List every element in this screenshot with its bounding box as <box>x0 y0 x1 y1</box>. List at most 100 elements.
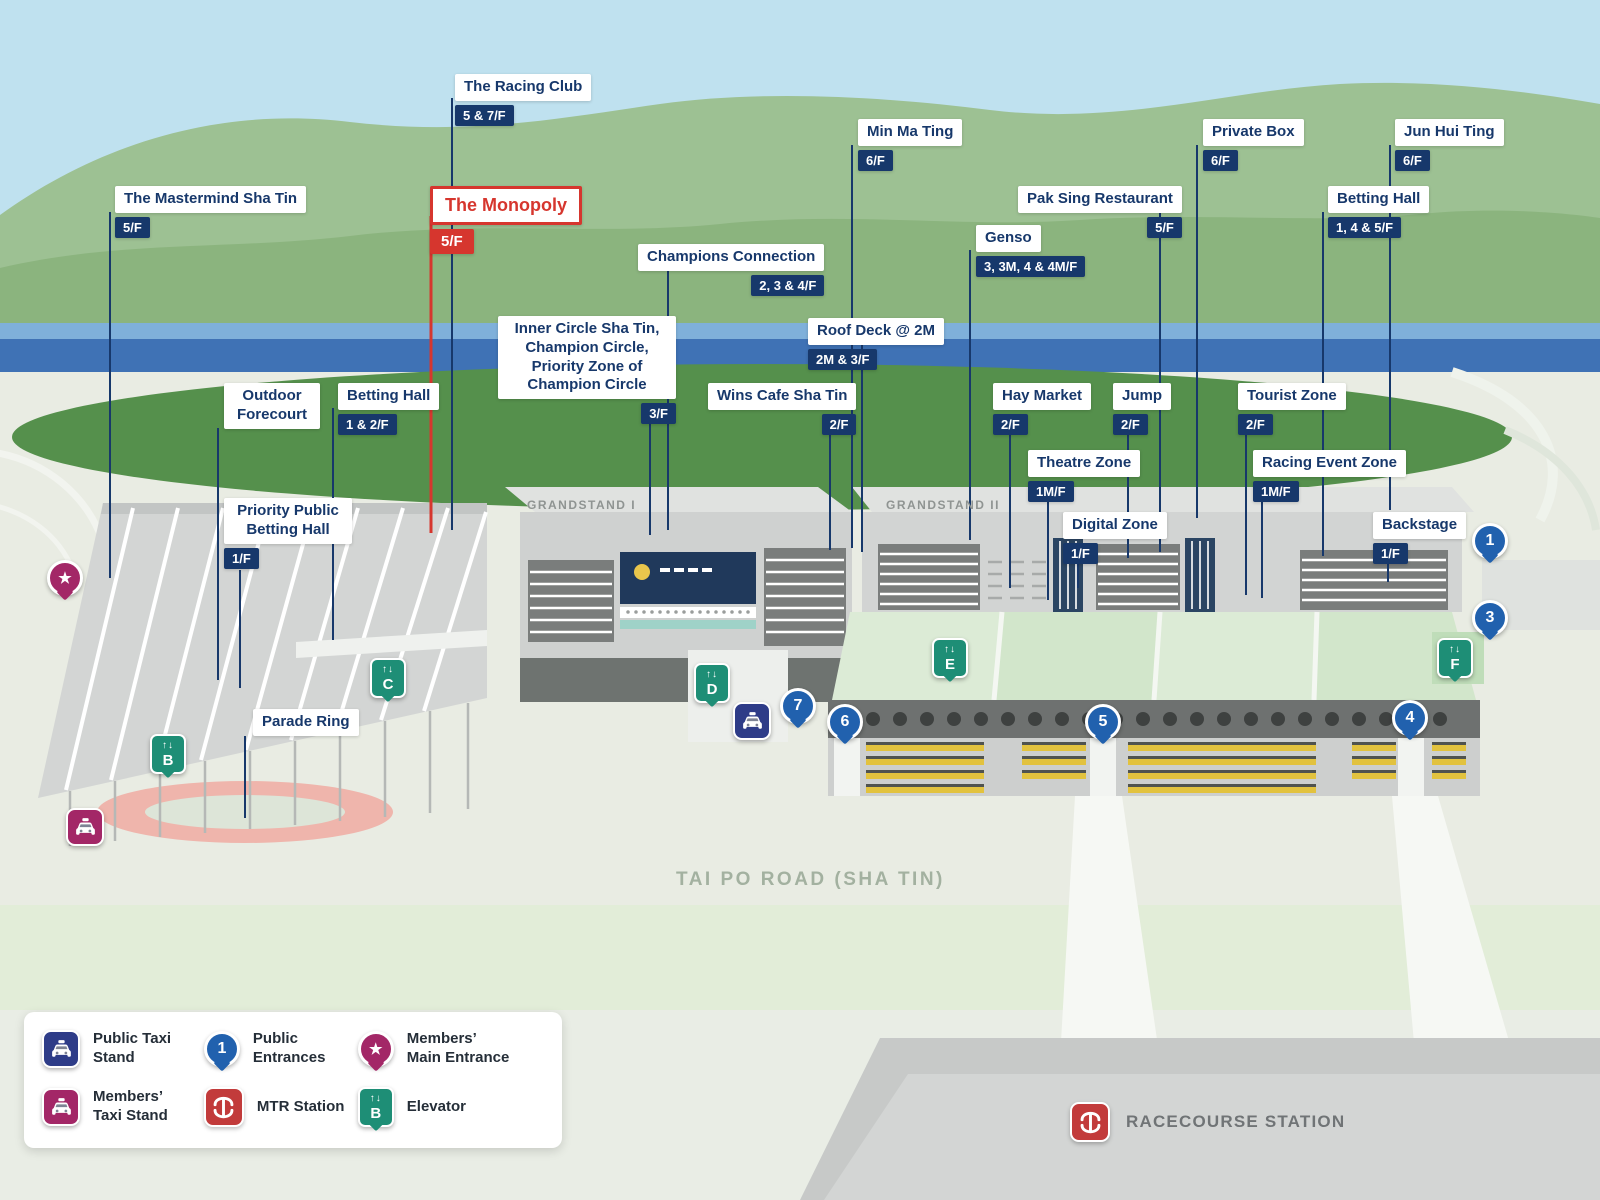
legend-public-taxi-stand: Public Taxi Stand <box>42 1030 204 1068</box>
location-name: Inner Circle Sha Tin, Champion Circle, P… <box>498 316 676 399</box>
grandstand-1-label: GRANDSTAND I <box>527 498 637 512</box>
location-name: Champions Connection <box>638 244 825 271</box>
floor-badge: 1, 4 & 5/F <box>1328 216 1402 238</box>
label-jump: Jump 2/F <box>1113 383 1172 435</box>
location-name: Jump <box>1113 383 1172 410</box>
location-name: Betting Hall <box>338 383 440 410</box>
grandstand-1-building <box>505 487 852 742</box>
label-genso: Genso 3, 3M, 4 & 4M/F <box>976 225 1086 277</box>
floor-badge: 1M/F <box>1028 480 1074 502</box>
label-the-mastermind-sha-tin: The Mastermind Sha Tin 5/F <box>115 186 307 238</box>
floor-badge: 2/F <box>821 413 857 435</box>
members-taxi-stand-icon <box>66 808 104 846</box>
up-down-arrows-icon: ↑↓ <box>944 643 956 655</box>
elevator-c: ↑↓C <box>370 658 406 698</box>
label-digital-zone: Digital Zone 1/F <box>1063 512 1167 564</box>
seat-rows <box>866 742 1466 793</box>
racecourse-station: RACECOURSE STATION <box>1070 1102 1345 1142</box>
label-betting-hall-east: Betting Hall 1, 4 & 5/F <box>1328 186 1430 238</box>
elevator-f: ↑↓F <box>1437 638 1473 678</box>
floor-badge: 2/F <box>1113 413 1148 435</box>
up-down-arrows-icon: ↑↓ <box>162 739 174 751</box>
water-light <box>0 323 1600 341</box>
public-entrance-pin-3: 3 <box>1472 600 1508 636</box>
public-entrance-pin-4: 4 <box>1392 700 1428 736</box>
public-taxi-stand-icon <box>733 702 771 740</box>
floor-badge: 5/F <box>115 216 150 238</box>
legend-elevator: ↑↓B Elevator <box>357 1087 544 1127</box>
location-name: The Racing Club <box>455 74 592 101</box>
label-tourist-zone: Tourist Zone 2/F <box>1238 383 1346 435</box>
location-name: Jun Hui Ting <box>1395 119 1504 146</box>
floor-badge: 3/F <box>641 403 676 424</box>
floor-badge: 6/F <box>858 149 893 171</box>
members-taxi-stand-icon <box>42 1088 80 1126</box>
floor-badge: 1M/F <box>1253 480 1299 502</box>
label-jun-hui-ting: Jun Hui Ting 6/F <box>1395 119 1504 171</box>
floor-badge: 6/F <box>1203 149 1238 171</box>
label-hay-market: Hay Market 2/F <box>993 383 1092 435</box>
location-name: Priority Public Betting Hall <box>224 498 352 544</box>
public-taxi-stand-icon <box>42 1030 80 1068</box>
location-name: Tourist Zone <box>1238 383 1346 410</box>
map-legend: Public Taxi Stand 1 Public Entrances ★ M… <box>24 1012 562 1148</box>
location-name: Racing Event Zone <box>1253 450 1407 477</box>
up-down-arrows-icon: ↑↓ <box>382 663 394 675</box>
floor-badge: 2, 3 & 4/F <box>751 274 825 296</box>
label-betting-hall-west: Betting Hall 1 & 2/F <box>338 383 440 435</box>
station-building <box>800 1038 1600 1200</box>
location-name: Private Box <box>1203 119 1304 146</box>
location-name: Min Ma Ting <box>858 119 963 146</box>
location-name: Theatre Zone <box>1028 450 1141 477</box>
location-name: Digital Zone <box>1063 512 1167 539</box>
members-main-entrance-icon: ★ <box>357 1031 394 1067</box>
floor-badge: 3, 3M, 4 & 4M/F <box>976 255 1086 277</box>
members-main-entrance-pin: ★ <box>47 560 83 596</box>
label-theatre-zone: Theatre Zone 1M/F <box>1028 450 1141 502</box>
label-roof-deck-2m: Roof Deck @ 2M 2M & 3/F <box>808 318 944 370</box>
floor-badge: 6/F <box>1395 149 1430 171</box>
grandstand-2-label: GRANDSTAND II <box>886 498 1000 512</box>
legend-members-taxi-stand: Members’ Taxi Stand <box>42 1088 204 1126</box>
elevator-icon: ↑↓B <box>357 1087 394 1127</box>
elevator-e: ↑↓E <box>932 638 968 678</box>
location-name: Hay Market <box>993 383 1092 410</box>
elevator-b: ↑↓B <box>150 734 186 774</box>
label-min-ma-ting: Min Ma Ting 6/F <box>858 119 963 171</box>
station-label: RACECOURSE STATION <box>1126 1112 1346 1131</box>
floor-badge: 2/F <box>1238 413 1273 435</box>
public-entrance-pin-1: 1 <box>1472 523 1508 559</box>
label-inner-circle-sha-tin: Inner Circle Sha Tin, Champion Circle, P… <box>498 316 676 424</box>
public-entrance-pin-7: 7 <box>780 688 816 724</box>
label-backstage: Backstage 1/F <box>1373 512 1467 564</box>
floor-badge: 1/F <box>1373 542 1408 564</box>
label-pak-sing-restaurant: Pak Sing Restaurant 5/F <box>1018 186 1182 238</box>
location-name: Backstage <box>1373 512 1467 539</box>
floor-badge: 2/F <box>993 413 1028 435</box>
mtr-station-icon <box>1070 1102 1110 1142</box>
floor-badge: 1/F <box>224 547 259 569</box>
location-name: The Monopoly <box>430 186 582 225</box>
public-entrance-pin-5: 5 <box>1085 704 1121 740</box>
star-icon: ★ <box>58 569 72 587</box>
label-champions-connection: Champions Connection 2, 3 & 4/F <box>638 244 825 296</box>
elevator-d: ↑↓D <box>694 663 730 703</box>
public-entrance-pin-6: 6 <box>827 704 863 740</box>
up-down-arrows-icon: ↑↓ <box>1449 643 1461 655</box>
label-the-monopoly-highlighted: The Monopoly 5/F <box>430 186 582 254</box>
legend-public-entrances: 1 Public Entrances <box>203 1030 358 1068</box>
mtr-station-icon <box>203 1087 244 1127</box>
label-parade-ring: Parade Ring <box>253 709 359 736</box>
floor-badge: 5/F <box>1147 216 1182 238</box>
label-racing-event-zone: Racing Event Zone 1M/F <box>1253 450 1407 502</box>
floor-badge: 5/F <box>430 228 474 254</box>
grandstand-2-building <box>828 487 1600 796</box>
legend-members-main-entrance: ★ Members’ Main Entrance <box>357 1030 544 1068</box>
location-name: Wins Cafe Sha Tin <box>708 383 857 410</box>
location-name: Outdoor Forecourt <box>224 383 320 429</box>
label-priority-public-betting-hall: Priority Public Betting Hall 1/F <box>224 498 352 569</box>
tai-po-road-label: TAI PO ROAD (SHA TIN) <box>676 869 945 890</box>
legend-mtr-station: MTR Station <box>203 1087 358 1127</box>
label-private-box: Private Box 6/F <box>1203 119 1304 171</box>
